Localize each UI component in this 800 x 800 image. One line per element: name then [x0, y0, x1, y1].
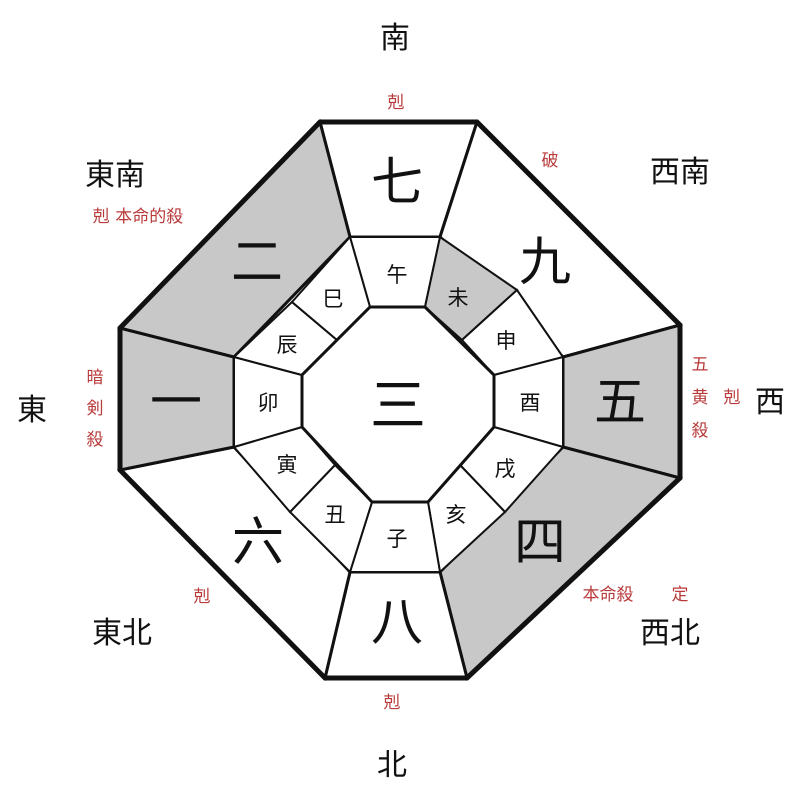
branch-you: 酉: [520, 391, 541, 415]
note-northeast: 剋: [194, 587, 211, 607]
star-northeast: 六: [232, 513, 284, 573]
note-east-1: 暗: [87, 368, 104, 388]
branch-si: 巳: [323, 287, 344, 311]
note-northwest-1: 本命殺: [583, 585, 634, 605]
branch-hai: 亥: [446, 503, 467, 527]
star-southeast: 二: [231, 233, 283, 293]
note-west-col2: 黄: [692, 388, 709, 408]
star-north: 八: [371, 593, 423, 653]
note-east-2: 剣: [87, 399, 104, 419]
direction-northwest-label: 西北: [640, 616, 700, 651]
star-west: 五: [594, 373, 646, 433]
star-southwest: 九: [519, 233, 571, 293]
note-northwest-2: 定: [672, 585, 689, 605]
direction-east-label: 東: [17, 393, 47, 428]
note-west-col1: 五: [692, 355, 709, 375]
direction-southwest-label: 西南: [650, 155, 710, 190]
direction-west-label: 西: [755, 385, 785, 420]
note-north: 剋: [384, 693, 401, 713]
note-southwest: 破: [542, 151, 559, 171]
center-star: 三: [370, 374, 426, 439]
note-west-extra: 剋: [724, 388, 741, 408]
note-south: 剋: [388, 93, 405, 113]
branch-mao: 卯: [258, 391, 279, 415]
branch-zi: 子: [387, 527, 408, 551]
branch-shen: 申: [496, 329, 517, 353]
note-east-3: 殺: [87, 430, 104, 450]
star-east: 一: [150, 373, 202, 433]
note-west-col3: 殺: [692, 421, 709, 441]
star-northwest: 四: [514, 513, 566, 573]
direction-southeast-label: 東南: [85, 158, 145, 193]
branch-xu: 戌: [495, 457, 516, 481]
center-octagon: [300, 305, 496, 504]
direction-south-label: 南: [380, 21, 410, 56]
outer-octagon-outline: [117, 119, 683, 681]
note-southeast: 剋 本命的殺: [93, 207, 183, 227]
branch-yin: 寅: [277, 453, 298, 477]
direction-north-label: 北: [377, 748, 407, 783]
branch-wei: 未: [448, 286, 469, 310]
branch-chou: 丑: [325, 503, 346, 527]
branch-wu: 午: [387, 263, 408, 287]
branch-chen: 辰: [277, 333, 298, 357]
star-south: 七: [371, 153, 423, 213]
direction-northeast-label: 東北: [92, 616, 152, 651]
